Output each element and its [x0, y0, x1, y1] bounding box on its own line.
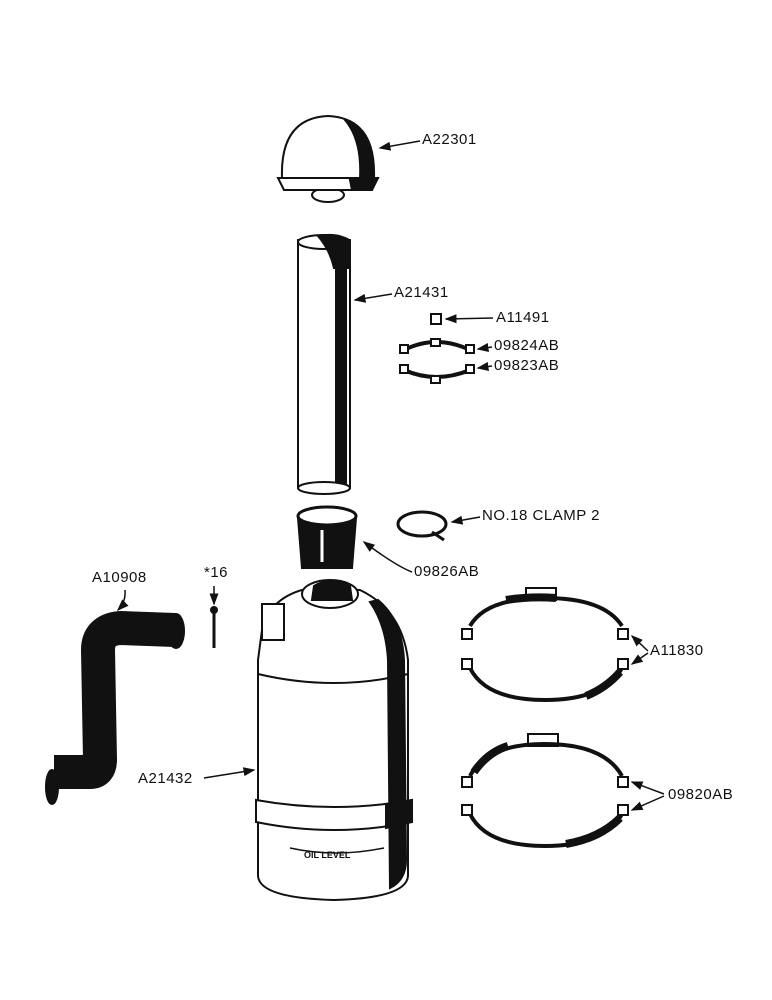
elbow-hose-part — [45, 611, 185, 805]
label-pin: *16 — [204, 564, 229, 581]
label-breather-cap: A22301 — [422, 131, 477, 148]
label-hose-clamp: NO.18 CLAMP 2 — [482, 507, 600, 524]
pin-part — [210, 606, 218, 648]
label-connector-hose: 09826AB — [414, 563, 480, 580]
hose-clamp-ring-part — [396, 510, 448, 542]
band-clamp-upper-part — [461, 587, 629, 703]
band-clamp-lower-part — [461, 733, 629, 849]
air-cleaner-body-part — [255, 579, 413, 902]
leader-lines — [116, 140, 665, 811]
connector-hose-part — [296, 505, 358, 569]
small-clamp-part — [399, 338, 475, 384]
breather-cap-part — [276, 114, 380, 203]
label-clamp-nut: A11491 — [496, 309, 550, 326]
label-band-clamp-upper: A11830 — [650, 642, 704, 659]
oil-level-marking: OIL LEVEL — [304, 850, 351, 860]
label-upper-clamp-a: 09824AB — [494, 337, 560, 354]
label-band-clamp-lower: 09820AB — [668, 786, 734, 803]
label-pipe: A21431 — [394, 284, 449, 301]
clamp-nut-part — [430, 313, 442, 325]
pipe-part — [297, 233, 351, 495]
label-upper-clamp-b: 09823AB — [494, 357, 560, 374]
label-elbow-hose: A10908 — [92, 569, 147, 586]
label-cleaner-body: A21432 — [138, 770, 193, 787]
